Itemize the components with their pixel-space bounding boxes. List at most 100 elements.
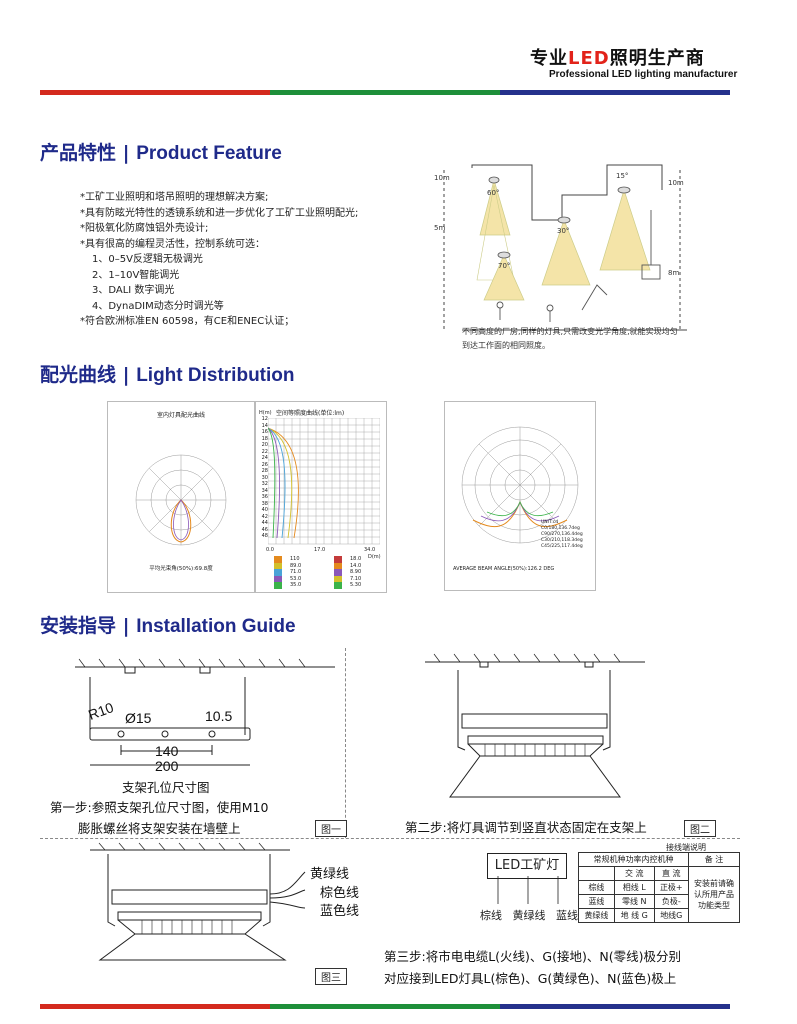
section-light-sep: | (116, 364, 137, 386)
bar-green (270, 1004, 500, 1009)
feature-list: *工矿工业照明和塔吊照明的理想解决方案; *具有防眩光特性的透镜系统和进一步优化… (80, 190, 358, 330)
step3-line2: 对应接到LED灯具L(棕色)、G(黄绿色)、N(蓝色)极上 (384, 971, 677, 986)
wiring-note: 安装前请确认所用产品功能类型 (688, 866, 740, 923)
wiring-row-ac: 零线 N (613, 894, 655, 909)
distribution-panel-polar: 室内灯具配光曲线 平均光束角(50%):69.8度 (107, 401, 255, 593)
sketch-angle-70: 70° (498, 262, 510, 270)
wiring-table-title: 接线端说明 (666, 843, 706, 852)
feature-item: *工矿工业照明和塔吊照明的理想解决方案; (80, 192, 269, 203)
wiring-row-dc: 负极- (653, 894, 690, 909)
sketch-note-2: 到达工作面的相同照度。 (462, 341, 550, 350)
top-color-bar (40, 90, 730, 95)
panel1-caption: 平均光束角(50%):69.8度 (149, 566, 213, 572)
y-tick: 26 (261, 461, 268, 468)
polar-chart-2 (461, 426, 579, 544)
feature-subitem: 3、DALI 数字调光 (92, 285, 175, 296)
panel3-legend: UNIT:cd C0/180,136.7deg C90/270,136.4deg… (541, 520, 583, 550)
sketch-angle-60: 60° (487, 189, 499, 197)
section-title-feature: 产品特性 | Product Feature (40, 138, 282, 165)
led-wire-names: 棕线 黄绿线 蓝线 (480, 907, 578, 923)
section-light-cn: 配光曲线 (40, 364, 117, 386)
fig2-label: 图二 (684, 820, 716, 837)
y-tick: 48 (261, 533, 268, 539)
legend-right-4: 5.30 (334, 582, 361, 589)
wiring-row-dc: 地线G (653, 908, 690, 923)
panel2-legend-right: 18.0 14.0 8.90 7.10 5.30 (334, 556, 361, 589)
feature-item: *符合欧洲标准EN 60598，有CE和ENEC认证； (80, 316, 295, 327)
y-tick: 30 (261, 474, 268, 481)
dim-side: 10.5 (205, 708, 233, 724)
bracket-drawing (75, 658, 335, 766)
y-tick: 20 (261, 442, 268, 448)
legend-right-3: 7.10 (334, 575, 361, 582)
y-tick: 12 (261, 416, 268, 422)
section-title-install: 安装指导 | Installation Guide (40, 611, 296, 638)
wire-label-yellowgreen: 黄绿线 (310, 867, 350, 882)
fig1-label: 图一 (315, 820, 347, 837)
panel2-x-tick-1: 17.0 (314, 547, 326, 553)
feature-subitem: 1、0–5V反逻辑无极调光 (92, 254, 203, 265)
legend-right-2: 8.90 (334, 569, 361, 576)
panel1-title: 室内灯具配光曲线 (156, 412, 205, 419)
legend-left-3: 53.0 (274, 575, 301, 582)
sketch-angle-30: 30° (557, 227, 569, 235)
y-tick: 44 (261, 520, 268, 526)
panel2-x-tick-0: 0.0 (266, 547, 274, 553)
fig3-label: 图三 (315, 968, 347, 985)
wire-label-blue: 蓝色线 (320, 904, 360, 919)
panel2-x-tick-2: 34.0 (364, 547, 376, 553)
wiring-blank (578, 866, 615, 881)
led-wire-leads (497, 876, 559, 904)
legend-left-2: 71.0 (274, 569, 301, 576)
y-tick: 38 (261, 500, 268, 507)
led-lamp-box: LED工矿灯 (487, 853, 567, 879)
factory-lighting-sketch: 10m 10m 8m 5m 15° 30° 60° 70° (434, 164, 687, 331)
led-wire-blue: 蓝线 (556, 909, 578, 922)
legend-left-4: 35.0 (274, 582, 301, 589)
brand-suffix: 照明生产商 (609, 48, 705, 69)
section-feature-sep: | (116, 142, 137, 164)
polar-chart-1 (135, 454, 227, 546)
sketch-height-10m-left: 10m (434, 174, 450, 182)
dim-140: 140 (155, 743, 179, 759)
panel2-title: 空间等照度曲线(单位:lm) (276, 410, 345, 417)
legend-left-0: 110 (274, 556, 301, 563)
panel3-caption: AVERAGE BEAM ANGLE(50%):126.2 DEG (453, 566, 555, 572)
divider-horizontal (40, 838, 740, 839)
legend-right-1: 14.0 (334, 562, 361, 569)
wiring-row-dc: 正极+ (653, 880, 690, 895)
sketch-height-5m: 5m (434, 224, 445, 232)
wiring-row-wire: 蓝线 (578, 894, 615, 909)
y-tick: 18 (261, 435, 268, 442)
feature-item: *阳极氧化防腐蚀铝外壳设计; (80, 223, 209, 234)
panel2-x-unit: D(m) (368, 554, 381, 560)
y-tick: 32 (261, 481, 268, 487)
section-install-sep: | (116, 615, 137, 637)
wiring-col-head: 常规机种功率内控机种 (578, 852, 689, 867)
dim-hole: Ø15 (125, 710, 152, 726)
wiring-row-ac: 相线 L (613, 880, 655, 895)
section-install-en: Installation Guide (136, 616, 296, 637)
feature-item: *具有很高的编程灵活性，控制系统可选： (80, 238, 265, 250)
y-tick: 40 (261, 507, 268, 513)
divider-vertical (345, 648, 346, 838)
wiring-row-wire: 黄绿线 (578, 908, 615, 923)
section-title-light: 配光曲线 | Light Distribution (40, 360, 295, 387)
y-tick: 28 (261, 468, 268, 474)
brand-led: LED (568, 48, 610, 69)
lamp-mounted-drawing (425, 653, 645, 798)
panel3-legend-2: C30/210,118.3deg (541, 538, 583, 543)
step1-line2: 膨胀螺丝将支架安装在墙壁上 (78, 821, 241, 836)
y-tick: 42 (261, 513, 268, 520)
wiring-table: 常规机种功率内控机种 备 注 交 流 直 流 安装前请确认所用产品功能类型 棕线… (578, 852, 740, 923)
legend-left-1: 89.0 (274, 562, 301, 569)
section-light-en: Light Distribution (136, 365, 295, 386)
wiring-note-head: 备 注 (688, 852, 740, 867)
panel3-legend-0: C0/180,136.7deg (541, 526, 580, 531)
feature-subitem: 2、1–10V智能调光 (92, 269, 180, 281)
bar-red (40, 90, 270, 95)
step3-line1: 第三步:将市电电缆L(火线)、G(接地)、N(零线)极分别 (384, 949, 681, 964)
lamp-wiring-drawing (90, 842, 306, 961)
section-feature-cn: 产品特性 (40, 142, 117, 164)
